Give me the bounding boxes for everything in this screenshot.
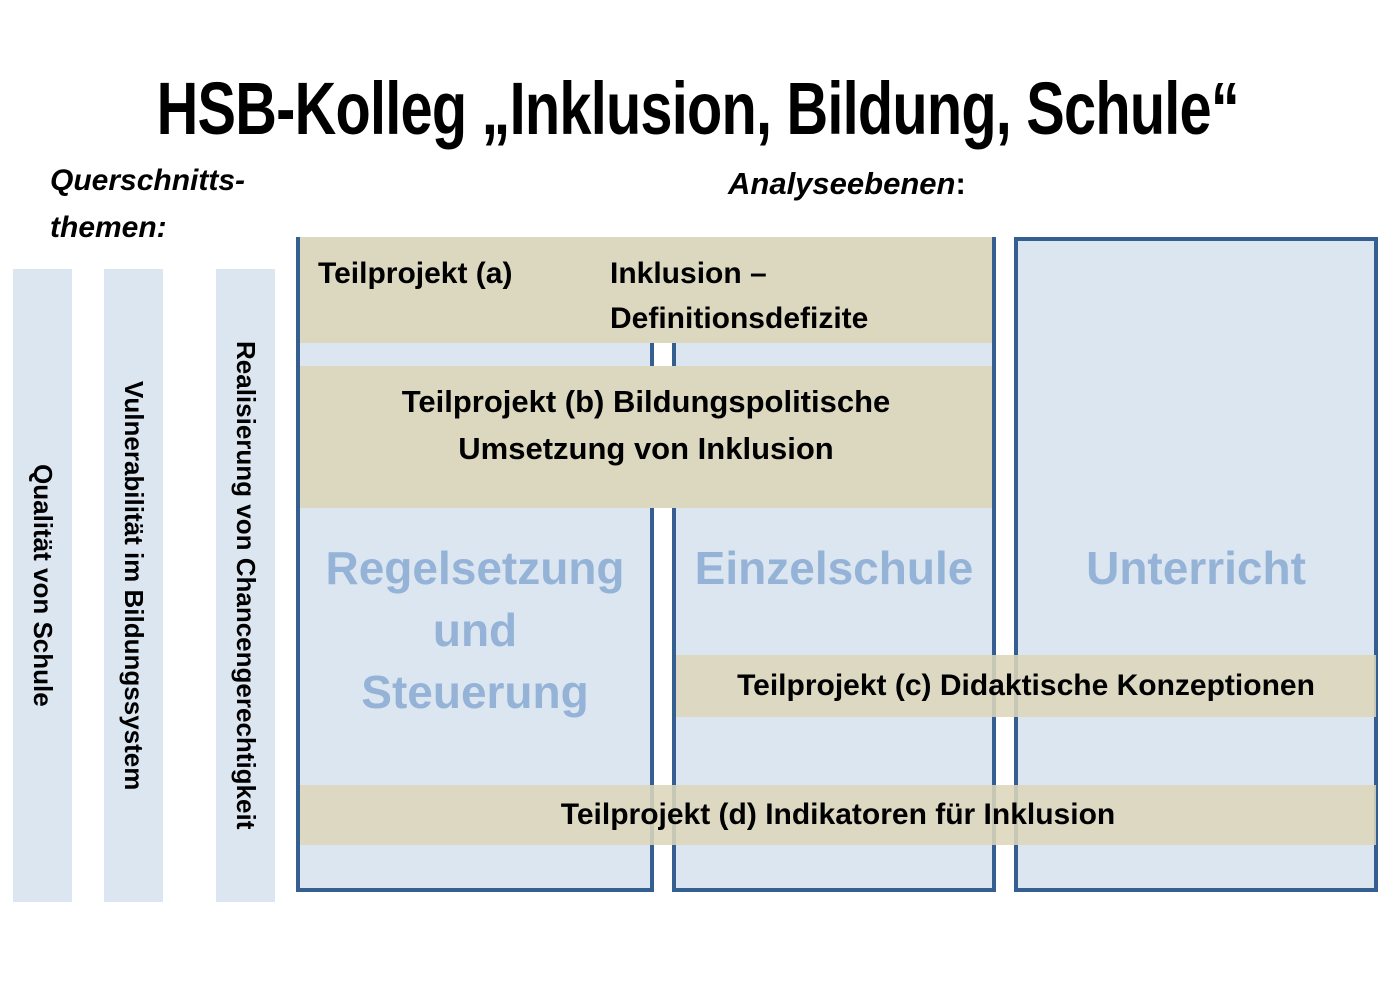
analysis-column-regelsetzung: Regelsetzung und Steuerung bbox=[296, 237, 654, 892]
subproject-c-text: Teilprojekt (c) Didaktische Konzeptionen bbox=[737, 669, 1315, 702]
analysis-levels-heading-text: Analyseebenen bbox=[728, 166, 956, 201]
cross-theme-label-chancengerechtigkeit: Realisierung von Chancengerechtigkeit bbox=[231, 341, 261, 830]
analysis-column-label-line: Regelsetzung bbox=[325, 542, 625, 594]
analysis-column-label-line: Steuerung bbox=[361, 666, 589, 719]
cross-theme-label-qualitaet: Qualität von Schule bbox=[28, 464, 58, 707]
analysis-column-label-unterricht: Unterricht bbox=[1018, 537, 1374, 599]
analysis-column-einzelschule: Einzelschule bbox=[672, 237, 996, 892]
analysis-levels-heading-colon: : bbox=[955, 166, 966, 201]
subproject-b-line2: Umsetzung von Inklusion bbox=[458, 430, 834, 466]
subproject-a-topic-line2: Definitionsdefizite bbox=[610, 302, 869, 335]
cross-theme-label-vulnerabilitaet: Vulnerabilität im Bildungssystem bbox=[119, 380, 149, 791]
subproject-b-line1: Teilprojekt (b) Bildungspolitische bbox=[401, 384, 891, 419]
subproject-a-topic-line1: Inklusion – bbox=[610, 257, 767, 290]
subproject-a-bar: Teilprojekt (a) Inklusion – Definitionsd… bbox=[300, 237, 992, 343]
subproject-a-label: Teilprojekt (a) bbox=[318, 257, 513, 290]
analysis-column-label-einzelschule: Einzelschule bbox=[676, 537, 992, 599]
subproject-b-bar: Teilprojekt (b) Bildungspolitische Umset… bbox=[300, 366, 992, 508]
analysis-column-label-line: Unterricht bbox=[1086, 542, 1306, 594]
cross-theme-bar-vulnerabilitaet: Vulnerabilität im Bildungssystem bbox=[104, 269, 163, 902]
page-title: HSB-Kolleg „Inklusion, Bildung, Schule“ bbox=[0, 72, 1395, 146]
subproject-a-topic: Inklusion – Definitionsdefizite bbox=[610, 251, 868, 341]
cross-themes-heading-line2: themen: bbox=[50, 210, 167, 244]
analysis-column-label-line: und bbox=[432, 604, 518, 657]
cross-themes-heading: Querschnitts- themen: bbox=[50, 158, 245, 251]
analysis-column-label-line: Einzelschule bbox=[694, 542, 974, 594]
analysis-column-label-regelsetzung: Regelsetzung und Steuerung bbox=[300, 537, 650, 723]
subproject-d-text: Teilprojekt (d) Indikatoren für Inklusio… bbox=[560, 798, 1116, 831]
analysis-column-unterricht: Unterricht bbox=[1014, 237, 1378, 892]
analysis-levels-heading: Analyseebenen: bbox=[728, 166, 966, 202]
cross-theme-bar-chancengerechtigkeit: Realisierung von Chancengerechtigkeit bbox=[216, 269, 275, 902]
subproject-d-bar: Teilprojekt (d) Indikatoren für Inklusio… bbox=[300, 785, 1376, 845]
cross-theme-bar-qualitaet: Qualität von Schule bbox=[13, 269, 72, 902]
page-title-text: HSB-Kolleg „Inklusion, Bildung, Schule“ bbox=[156, 67, 1239, 150]
subproject-c-bar: Teilprojekt (c) Didaktische Konzeptionen bbox=[676, 655, 1376, 717]
cross-themes-heading-line1: Querschnitts- bbox=[50, 164, 246, 197]
